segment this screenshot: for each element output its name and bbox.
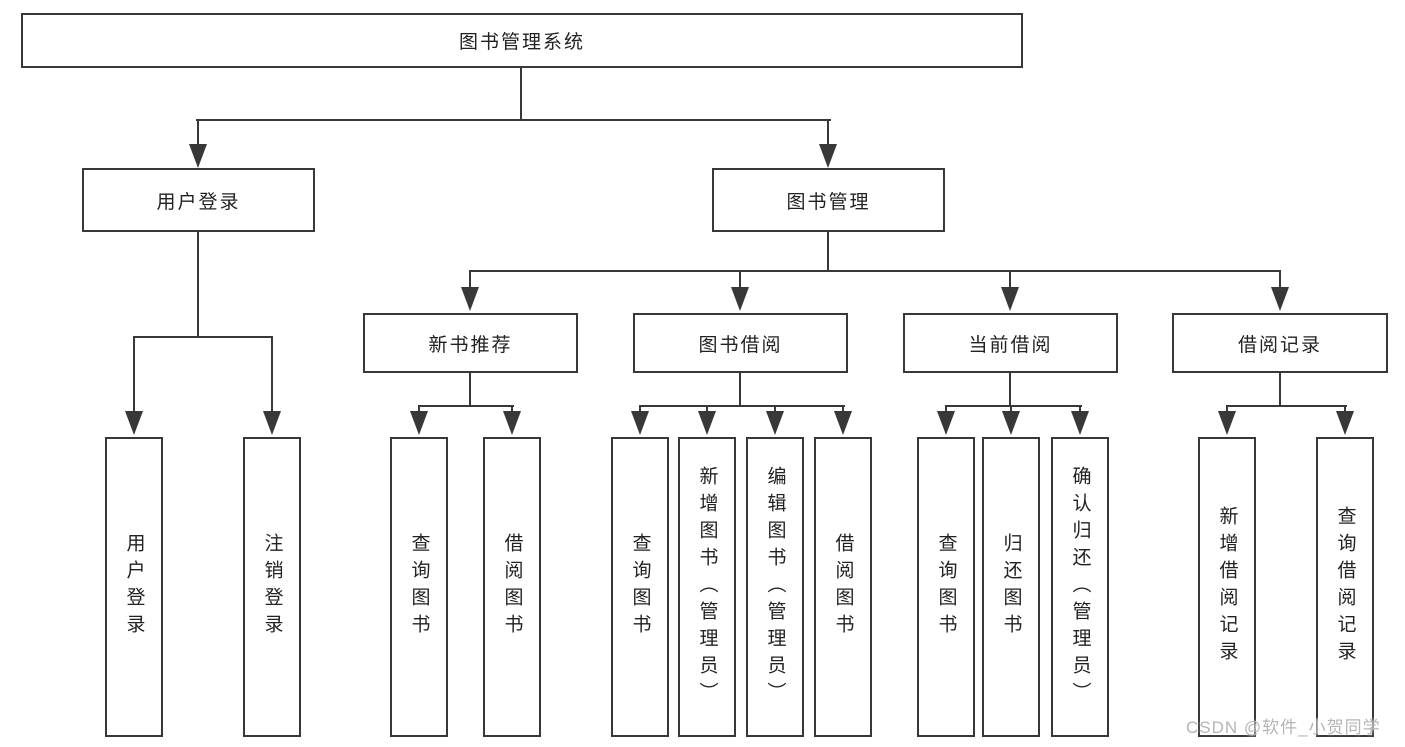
connector-user-login-bar <box>133 336 273 338</box>
arrow-down-icon <box>410 411 428 435</box>
arrow-down-icon <box>698 411 716 435</box>
connector-root-stem <box>520 66 522 121</box>
connector-book-management-stem <box>827 230 829 272</box>
arrow-down-icon <box>834 411 852 435</box>
connector-level2-bar <box>196 119 831 121</box>
connector-user-login-stem <box>197 230 199 338</box>
connector-stub <box>842 405 844 414</box>
node-confirm-return-admin: 确认归还（管理员） <box>1051 437 1109 737</box>
connector-stub <box>639 405 641 414</box>
node-new-book-recommend: 新书推荐 <box>363 313 578 373</box>
arrow-down-icon <box>1001 287 1019 311</box>
arrow-down-icon <box>1071 411 1089 435</box>
arrow-down-icon <box>819 144 837 168</box>
watermark-text: CSDN @软件_小贺同学 <box>1186 718 1381 737</box>
node-return-books: 归还图书 <box>982 437 1040 737</box>
connector-level3-bar <box>469 270 1281 272</box>
node-query-books-recommend: 查询图书 <box>390 437 448 737</box>
arrow-down-icon <box>1271 287 1289 311</box>
arrow-down-icon <box>631 411 649 435</box>
connector-borrow-records-stem <box>1279 371 1281 407</box>
connector-new-book-recommend-stem <box>469 371 471 407</box>
arrow-down-icon <box>461 287 479 311</box>
connector-stub-new-book-recommend <box>469 270 471 290</box>
connector-stub-book-management <box>827 119 829 148</box>
connector-book-borrow-bar <box>639 405 845 407</box>
arrow-down-icon <box>1218 411 1236 435</box>
arrow-down-icon <box>1002 411 1020 435</box>
connector-stub-current-borrow <box>1009 270 1011 290</box>
node-add-books-admin: 新增图书（管理员） <box>678 437 736 737</box>
connector-stub <box>1226 405 1228 414</box>
arrow-down-icon <box>189 144 207 168</box>
node-borrow-records: 借阅记录 <box>1172 313 1388 373</box>
node-user-login: 用户登录 <box>82 168 315 232</box>
arrow-down-icon <box>1336 411 1354 435</box>
node-book-management: 图书管理 <box>712 168 945 232</box>
connector-book-borrow-stem <box>739 371 741 407</box>
connector-current-borrow-bar <box>945 405 1082 407</box>
connector-stub-logout-op <box>271 336 273 414</box>
arrow-down-icon <box>937 411 955 435</box>
node-book-borrow: 图书借阅 <box>633 313 848 373</box>
node-logout-op: 注销登录 <box>243 437 301 737</box>
connector-stub <box>706 405 708 414</box>
node-borrow-books-recommend: 借阅图书 <box>483 437 541 737</box>
arrow-down-icon <box>125 411 143 435</box>
node-current-borrow: 当前借阅 <box>903 313 1118 373</box>
node-system-root: 图书管理系统 <box>21 13 1023 68</box>
connector-current-borrow-stem <box>1009 371 1011 407</box>
node-query-books-current: 查询图书 <box>917 437 975 737</box>
node-user-login-op: 用户登录 <box>105 437 163 737</box>
connector-stub <box>511 405 513 414</box>
connector-stub-book-borrow <box>739 270 741 290</box>
connector-stub-user-login <box>197 119 199 148</box>
connector-new-book-recommend-bar <box>418 405 514 407</box>
node-borrow-books: 借阅图书 <box>814 437 872 737</box>
arrow-down-icon <box>263 411 281 435</box>
connector-stub <box>1344 405 1346 414</box>
connector-stub <box>418 405 420 414</box>
connector-stub <box>1079 405 1081 414</box>
node-add-borrow-record: 新增借阅记录 <box>1198 437 1256 737</box>
connector-stub <box>774 405 776 414</box>
arrow-down-icon <box>503 411 521 435</box>
connector-stub-user-login-op <box>133 336 135 414</box>
arrow-down-icon <box>731 287 749 311</box>
connector-borrow-records-bar <box>1226 405 1347 407</box>
node-edit-books-admin: 编辑图书（管理员） <box>746 437 804 737</box>
connector-stub <box>1010 405 1012 414</box>
connector-stub-borrow-records <box>1279 270 1281 290</box>
connector-stub <box>945 405 947 414</box>
node-query-borrow-record: 查询借阅记录 <box>1316 437 1374 737</box>
arrow-down-icon <box>766 411 784 435</box>
node-query-books-borrow: 查询图书 <box>611 437 669 737</box>
